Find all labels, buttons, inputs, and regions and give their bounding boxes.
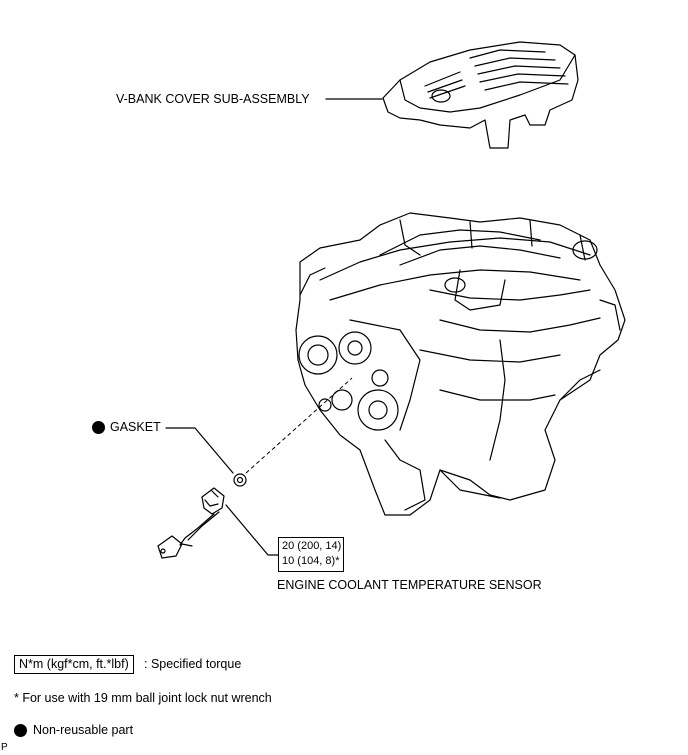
install-axis-line [245, 377, 353, 474]
v-bank-cover-label: V-BANK COVER SUB-ASSEMBLY [116, 92, 310, 106]
corner-mark: P [1, 742, 8, 753]
torque-spec-line2: 10 (104, 8)* [282, 555, 340, 567]
engine-drawing [295, 212, 626, 516]
torque-spec-line1: 20 (200, 14) [282, 540, 342, 552]
gasket-label: GASKET [110, 420, 161, 434]
v-bank-cover-drawing [382, 41, 579, 149]
legend-torque-box: N*m (kgf*cm, ft.*lbf) [14, 655, 134, 674]
sensor-leader [225, 504, 279, 556]
gasket-ring-drawing [233, 473, 247, 487]
legend-non-reusable-icon [14, 724, 27, 737]
legend-torque-desc: : Specified torque [144, 657, 242, 671]
sensor-drawing [157, 487, 225, 559]
legend-footnote: * For use with 19 mm ball joint lock nut… [14, 691, 272, 705]
sensor-label: ENGINE COOLANT TEMPERATURE SENSOR [277, 578, 542, 592]
gasket-leader [165, 427, 234, 474]
torque-spec-box: 20 (200, 14) 10 (104, 8)* [278, 537, 344, 572]
legend-non-reusable-label: Non-reusable part [33, 723, 134, 737]
non-reusable-marker-icon [92, 421, 105, 434]
